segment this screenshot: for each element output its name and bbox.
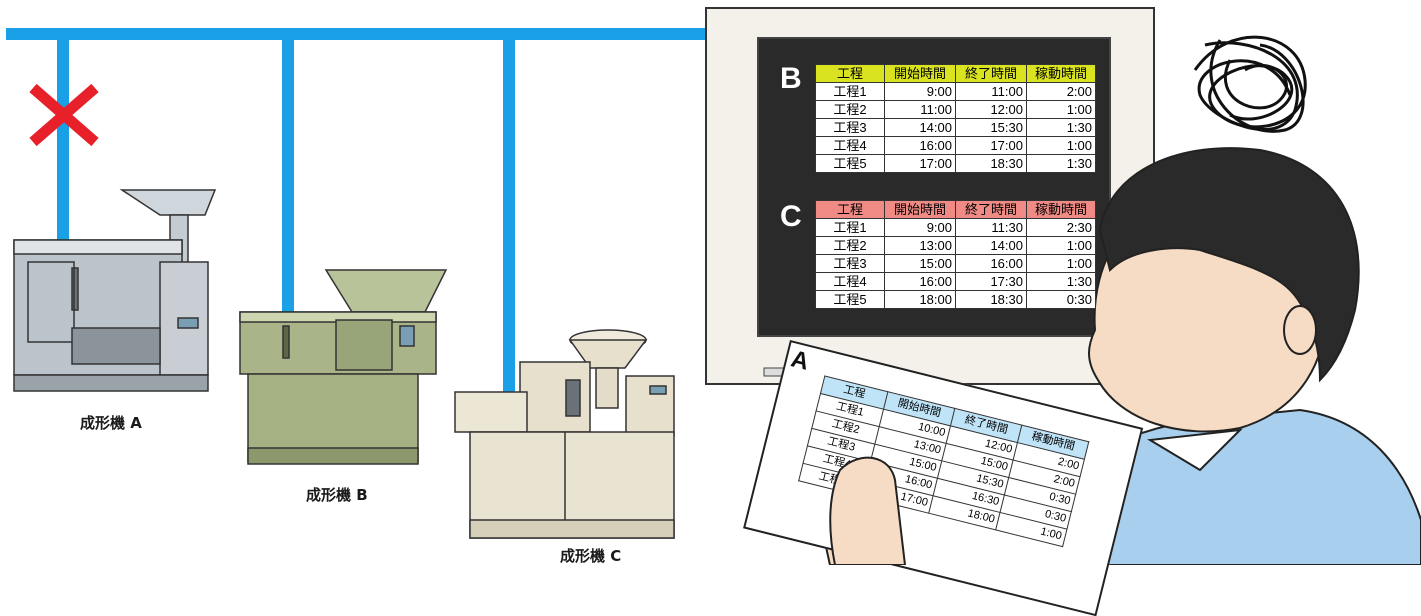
table-header: 稼動時間 <box>1026 64 1096 83</box>
table-cell: 1:30 <box>1026 154 1096 173</box>
network-drop-b <box>282 34 294 320</box>
table-cell: 16:00 <box>884 136 956 155</box>
table-cell: 1:00 <box>1026 254 1096 273</box>
table-cell: 1:00 <box>1026 100 1096 119</box>
table-cell: 15:30 <box>955 118 1027 137</box>
table-cell: 工程2 <box>815 100 885 119</box>
table-cell: 15:00 <box>884 254 956 273</box>
screen-letter-b: B <box>780 62 802 95</box>
table-header: 開始時間 <box>884 64 956 83</box>
table-header: 終了時間 <box>955 200 1027 219</box>
network-lines <box>6 28 712 394</box>
table-cell: 工程5 <box>815 290 885 309</box>
machine-a-label: 成形機 A <box>80 414 142 432</box>
molding-machine-c <box>454 329 675 539</box>
molding-machine-a <box>13 189 217 392</box>
table-cell: 18:00 <box>884 290 956 309</box>
machine-c-label: 成形機 C <box>560 547 622 565</box>
x-mark-icon <box>29 83 99 147</box>
table-cell: 18:30 <box>955 290 1027 309</box>
table-header: 工程 <box>815 200 885 219</box>
hand-illustration <box>829 456 907 565</box>
table-cell: 工程5 <box>815 154 885 173</box>
table-cell: 14:00 <box>884 118 956 137</box>
network-drop-a <box>57 34 69 246</box>
molding-machine-b <box>239 269 448 465</box>
table-cell: 17:30 <box>955 272 1027 291</box>
table-cell: 11:00 <box>955 82 1027 101</box>
scribble-icon <box>1193 35 1307 133</box>
table-cell: 0:30 <box>1026 290 1096 309</box>
table-cell: 17:00 <box>884 154 956 173</box>
table-cell: 1:00 <box>1026 136 1096 155</box>
table-header: 終了時間 <box>955 64 1027 83</box>
table-cell: 工程1 <box>815 218 885 237</box>
network-trunk-line <box>6 28 712 40</box>
screen-letter-c: C <box>780 200 802 233</box>
table-cell: 工程4 <box>815 272 885 291</box>
table-header: 開始時間 <box>884 200 956 219</box>
table-cell: 13:00 <box>884 236 956 255</box>
machine-b-label: 成形機 B <box>306 486 368 504</box>
network-drop-c <box>503 34 515 394</box>
